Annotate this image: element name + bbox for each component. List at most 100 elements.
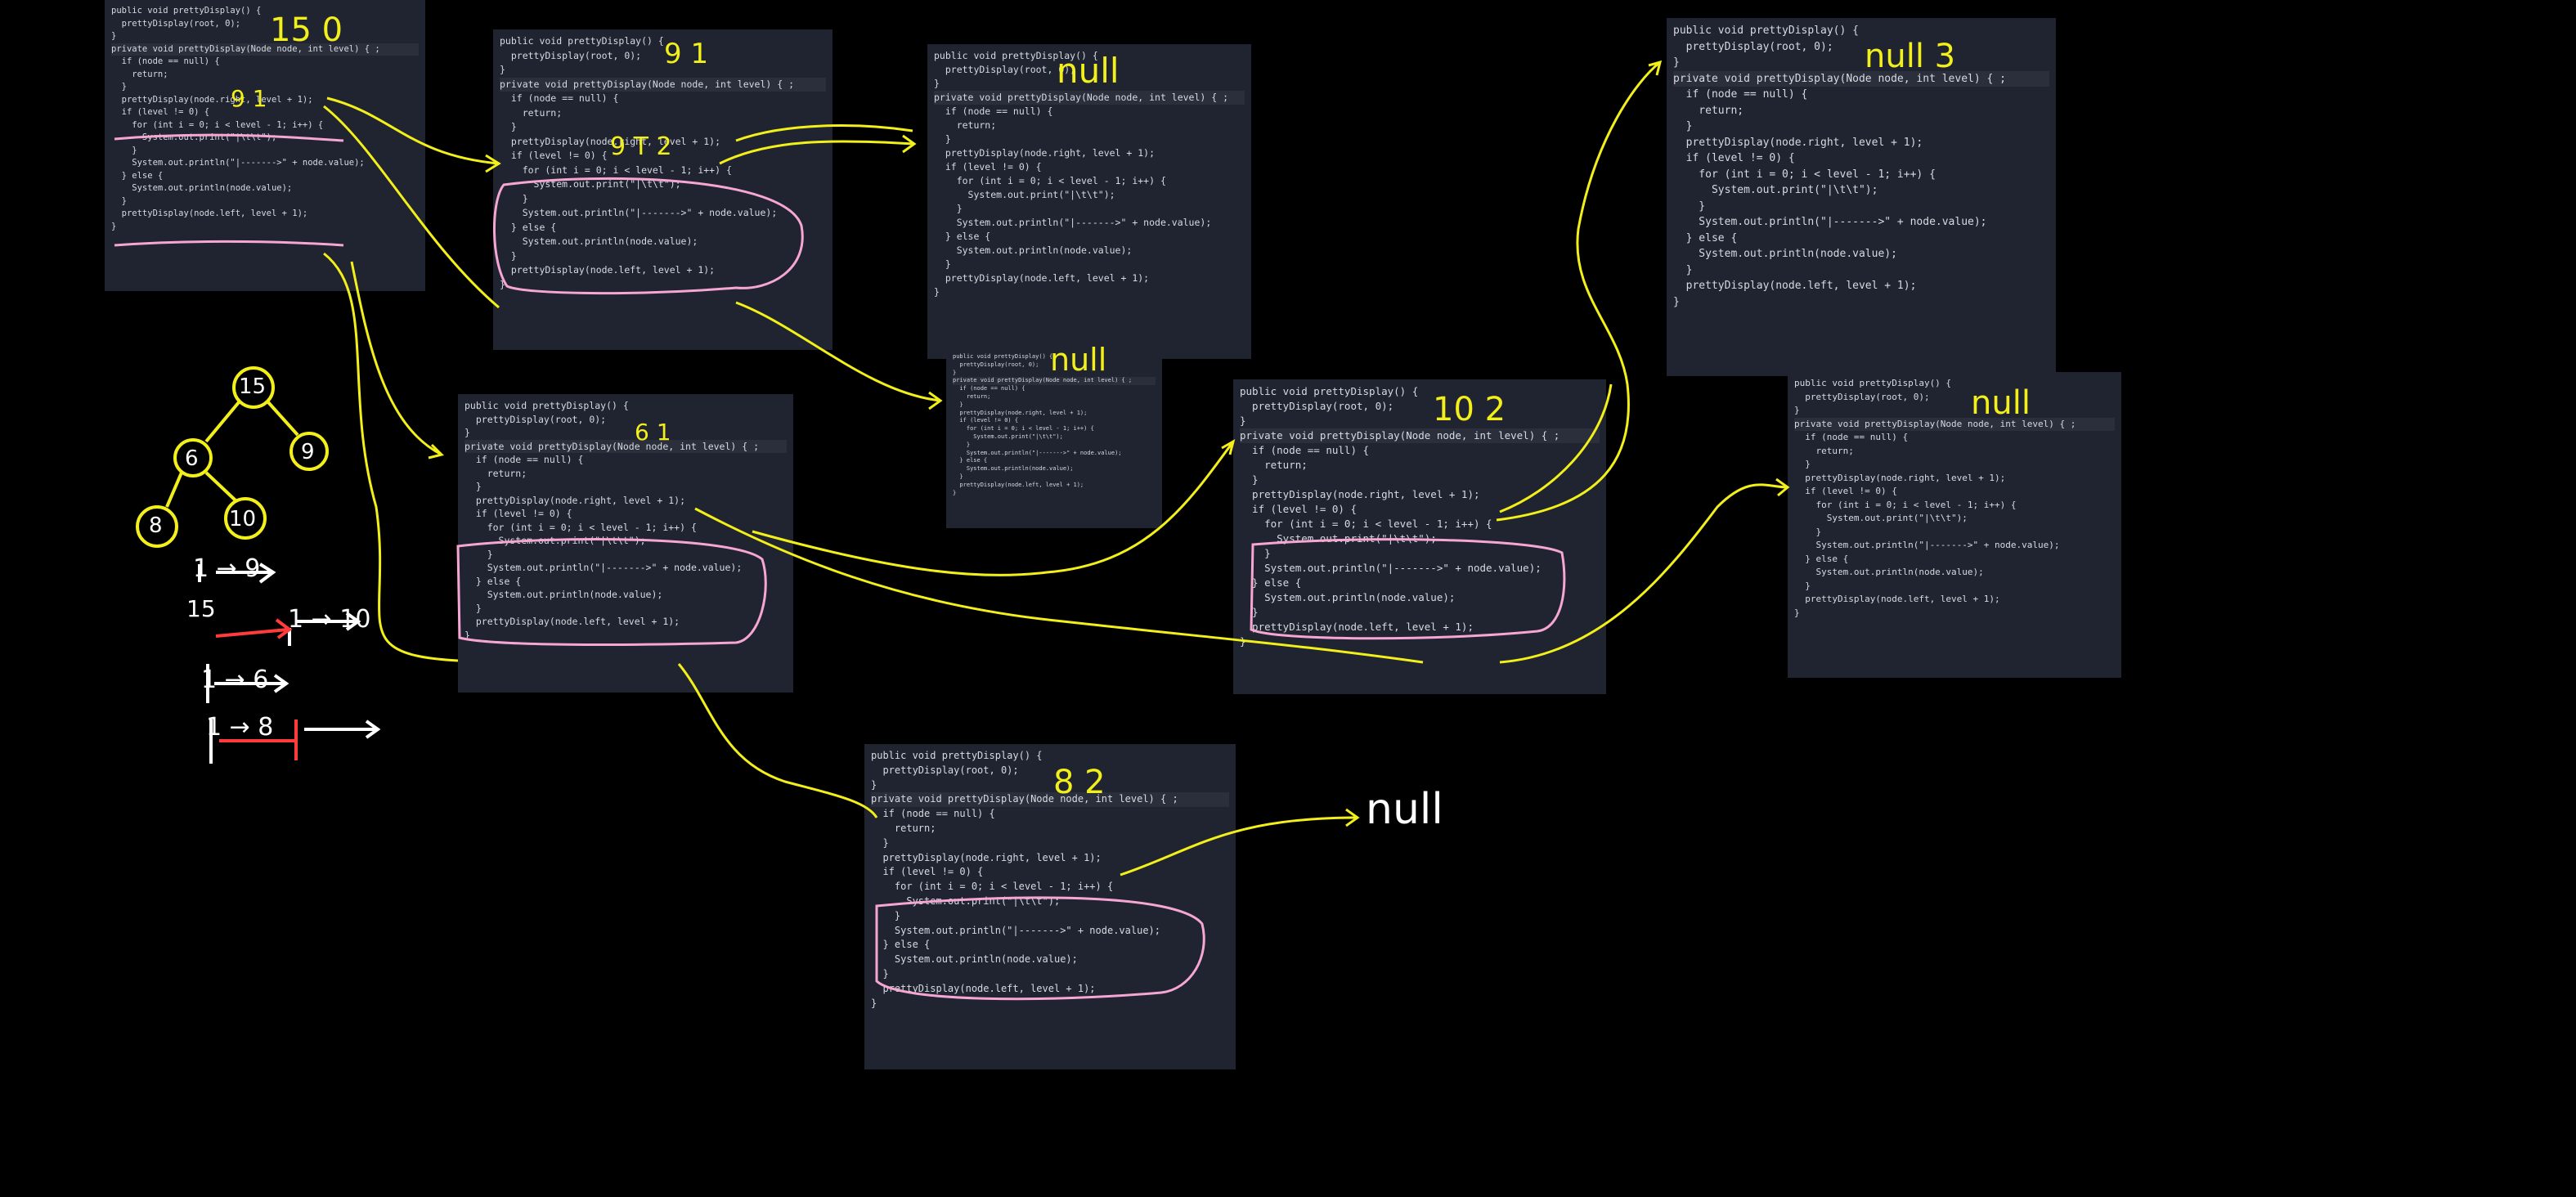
code-line: } [1240,473,1259,486]
code-line: private void prettyDisplay(Node node, in… [934,91,1245,105]
code-line: } [111,195,127,206]
code-panel-call-8-2: public void prettyDisplay() { prettyDisp… [864,744,1236,1069]
code-line: System.out.println(node.value); [111,183,293,193]
code-line: } [500,249,517,262]
code-line: } [1673,200,1706,213]
code-line: System.out.println(node.value); [871,953,1078,966]
code-panel-call-6-1: public void prettyDisplay() { prettyDisp… [458,394,793,693]
code-line: } [500,64,505,75]
output-line-2: 1 → 10 [288,605,371,634]
note-call-15-0: 15 0 [270,11,343,49]
tree-label-15: 15 [239,374,267,399]
code-line: System.out.print("|\t\t"); [871,894,1061,907]
code-line: return; [1794,445,1854,456]
code-line: if (node == null) { [953,385,1025,392]
code-line: for (int i = 0; i < level - 1; i++) { [111,119,324,130]
code-line: prettyDisplay(node.left, level + 1); [1794,594,2000,604]
code-line: System.out.print("|\t\t"); [934,189,1115,200]
code-line: System.out.print("|\t\t"); [464,535,646,546]
code-line: System.out.println("|------->" + node.va… [464,562,743,573]
code-line: public void prettyDisplay() { [464,400,629,411]
code-line: private void prettyDisplay(Node node, in… [1673,70,2049,87]
code-panel-call-null-2a: public void prettyDisplay() { prettyDisp… [927,44,1251,359]
code-line: } else { [1794,553,1849,564]
tree-label-6: 6 [185,446,199,471]
code-line: } [464,629,470,641]
code-line: } [934,286,940,298]
code-line: if (level != 0) { [464,508,572,519]
code-line: } [111,221,117,231]
code-line: } else { [934,231,991,242]
code-line: } [1794,405,1800,415]
code-line: } [1240,606,1259,618]
code-line: prettyDisplay(root, 0); [111,18,241,29]
code-line: System.out.println("|------->" + node.va… [1794,540,2060,550]
code-line: System.out.println(node.value); [500,235,698,247]
code-line: if (level != 0) { [1794,486,1897,496]
code-line: prettyDisplay(node.left, level + 1); [500,264,716,276]
code-line: if (level != 0) { [1240,503,1357,515]
code-line: for (int i = 0; i < level - 1; i++) { [500,164,732,176]
code-line: for (int i = 0; i < level - 1; i++) { [871,881,1114,893]
code-line: System.out.print("|\t\t"); [111,132,277,142]
code-line: prettyDisplay(node.right, level + 1); [1794,472,2006,483]
code-line: for (int i = 0; i < level - 1; i++) { [1673,168,1936,181]
code-line: if (node == null) { [1673,88,1808,101]
code-line: prettyDisplay(node.right, level + 1); [500,135,721,147]
code-line: if (level != 0) { [1673,152,1795,164]
code-line: prettyDisplay(root, 0); [953,361,1039,368]
code-line: } else { [464,575,522,587]
code-line: } [1240,415,1246,427]
code-line: private void prettyDisplay(Node node, in… [1794,417,2115,431]
code-line: prettyDisplay(node.left, level + 1); [934,272,1150,284]
code-line: } [934,78,940,89]
code-line: } [111,31,117,41]
code-line: System.out.print("|\t\t"); [500,178,681,190]
code-line: } [1673,120,1693,132]
code-line: prettyDisplay(node.right, level + 1); [464,494,686,506]
code-line: prettyDisplay(node.left, level + 1); [953,481,1084,488]
code-line: } [953,401,963,408]
code-line: return; [500,106,563,119]
code-line: } [1673,263,1693,276]
code-line: for (int i = 0; i < level - 1; i++) { [464,521,697,533]
code-line: System.out.print("|\t\t"); [1240,532,1437,545]
output-line-15: 15 [186,595,216,622]
code-line: return; [464,467,527,479]
note-call-9-1: 9 1 [664,38,709,70]
code-line: return; [953,392,991,400]
code-line: public void prettyDisplay() { [934,50,1098,61]
note-null-return: null [1366,785,1443,834]
code-line: } [1673,56,1680,69]
output-line-3: 1 → 6 [201,666,269,694]
code-line: if (node == null) { [111,56,220,66]
code-line: } else { [1673,231,1738,244]
code-line: System.out.println(node.value); [953,465,1074,473]
code-line: if (node == null) { [1794,432,1909,442]
code-line: prettyDisplay(node.left, level + 1); [871,982,1096,994]
code-line: System.out.print("|\t\t"); [1794,513,1968,523]
code-line: } [111,82,127,92]
code-line: System.out.println(node.value); [1240,591,1456,603]
tree-label-8: 8 [149,513,163,538]
code-line: } [1794,607,1800,618]
code-line: } else { [111,170,164,181]
code-line: if (node == null) { [934,105,1053,117]
code-line: System.out.print("|\t\t"); [1673,184,1878,196]
code-line: } [1240,635,1246,648]
code-line: for (int i = 0; i < level - 1; i++) { [934,175,1166,186]
code-line: prettyDisplay(node.right, level + 1); [111,94,313,105]
note-call-8-2: 8 2 [1053,764,1106,801]
code-line: private void prettyDisplay(Node node, in… [871,792,1229,808]
output-line-4: 1 → 8 [206,713,274,742]
code-line: } [500,192,528,204]
code-line: if (level != 0) { [871,866,984,878]
code-line: public void prettyDisplay() { [1240,385,1419,397]
code-line: return; [934,119,997,131]
code-line: } [500,278,505,290]
code-line: private void prettyDisplay(Node node, in… [1240,428,1600,443]
note-call-null-3b: null [1971,384,2031,422]
note-call-10-2: 10 2 [1433,391,1506,428]
code-line: } else { [500,221,557,233]
code-line: } [953,489,957,496]
